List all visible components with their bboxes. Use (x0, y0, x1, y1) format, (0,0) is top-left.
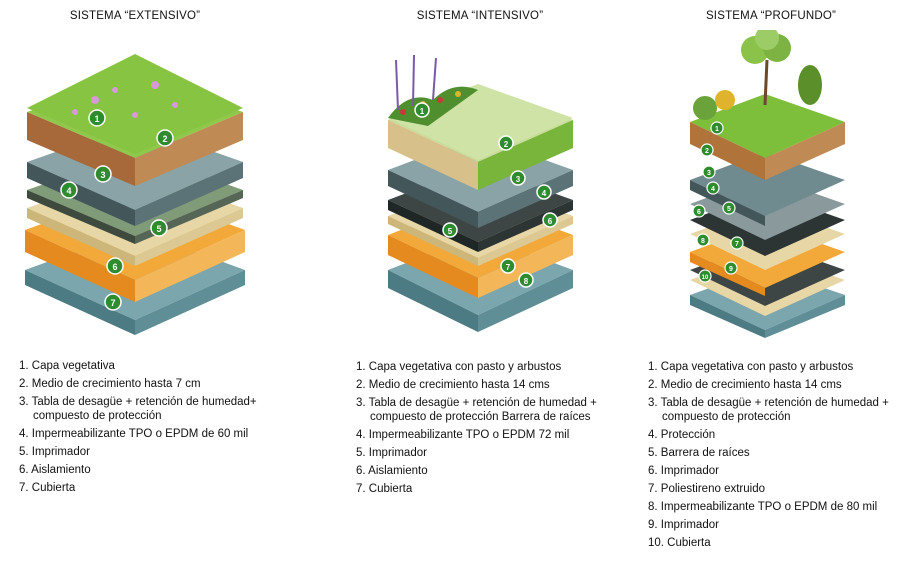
svg-text:4: 4 (66, 186, 71, 196)
badge-2: 2 (700, 143, 714, 157)
legend-item: 2. Medio de crecimiento hasta 7 cm (19, 378, 201, 390)
legend-item: 5. Imprimador (19, 446, 90, 458)
badge-3: 3 (510, 170, 526, 186)
badge-5: 5 (150, 219, 168, 237)
badge-6: 6 (692, 204, 706, 218)
layer-stack-intensivo: 1 2 3 4 5 6 7 8 (388, 54, 573, 332)
svg-text:9: 9 (729, 266, 733, 273)
legend-item: 5. Imprimador (356, 447, 427, 459)
legend-profundo: 1. Capa vegetativa con pasto y arbustos … (648, 360, 889, 554)
svg-text:6: 6 (697, 209, 701, 216)
legend-item: 7. Poliestireno extruido (648, 483, 765, 495)
svg-text:5: 5 (448, 227, 453, 236)
badge-3: 3 (94, 165, 112, 183)
svg-text:3: 3 (516, 175, 521, 184)
svg-text:8: 8 (701, 238, 705, 245)
badge-1: 1 (710, 121, 724, 135)
legend-extensivo: 1. Capa vegetativa 2. Medio de crecimien… (19, 359, 257, 499)
legend-item: 2. Medio de crecimiento hasta 14 cms (648, 379, 842, 391)
svg-text:7: 7 (735, 241, 739, 248)
svg-text:6: 6 (112, 262, 117, 272)
badge-10: 10 (698, 269, 712, 283)
badge-9: 9 (724, 261, 738, 275)
badge-2: 2 (498, 135, 514, 151)
svg-text:1: 1 (420, 107, 425, 116)
svg-text:2: 2 (162, 134, 167, 144)
svg-text:6: 6 (548, 217, 553, 226)
column-extensivo: SISTEMA “EXTENSIVO” 1 2 3 4 (0, 0, 300, 568)
svg-text:5: 5 (156, 224, 161, 234)
legend-item: 8. Impermeabilizante TPO o EPDM de 80 mi… (648, 501, 878, 513)
badge-8: 8 (696, 233, 710, 247)
legend-intensivo: 1. Capa vegetativa con pasto y arbustos … (356, 360, 597, 500)
column-intensivo: SISTEMA “INTENSIVO” 1 2 (330, 0, 630, 568)
badge-4: 4 (706, 181, 720, 195)
badge-2: 2 (156, 129, 174, 147)
legend-item: 3. Tabla de desagüe + retención de humed… (19, 396, 257, 422)
legend-item: 3. Tabla de desagüe + retención de humed… (648, 397, 889, 423)
title-profundo: SISTEMA “PROFUNDO” (705, 10, 837, 22)
badge-8: 8 (518, 272, 534, 288)
svg-text:1: 1 (94, 114, 99, 124)
badge-7: 7 (104, 293, 122, 311)
svg-text:2: 2 (705, 148, 709, 155)
legend-item: 7. Cubierta (19, 482, 76, 494)
svg-text:4: 4 (542, 189, 547, 198)
legend-item: 4. Impermeabilizante TPO o EPDM de 60 mi… (19, 428, 249, 440)
layer-stack-profundo: 1 2 3 4 5 6 7 8 9 10 (690, 30, 845, 338)
badge-6: 6 (106, 257, 124, 275)
badge-7: 7 (500, 258, 516, 274)
badge-7: 7 (730, 236, 744, 250)
legend-item: 1. Capa vegetativa con pasto y arbustos (648, 361, 854, 373)
svg-text:1: 1 (715, 126, 719, 133)
legend-item: 7. Cubierta (356, 483, 413, 495)
legend-item: 6. Aislamiento (19, 464, 91, 476)
badge-5: 5 (722, 201, 736, 215)
badge-3: 3 (702, 165, 716, 179)
svg-text:2: 2 (504, 140, 509, 149)
svg-text:5: 5 (727, 206, 731, 213)
svg-text:7: 7 (506, 263, 511, 272)
badge-5: 5 (442, 222, 458, 238)
legend-item: 9. Imprimador (648, 519, 719, 531)
layer-capa-vegetativa (27, 54, 243, 154)
legend-item: 10. Cubierta (648, 537, 711, 549)
legend-item: 6. Imprimador (648, 465, 719, 477)
svg-text:4: 4 (711, 186, 715, 193)
badge-4: 4 (60, 181, 78, 199)
title-intensivo: SISTEMA “INTENSIVO” (416, 10, 544, 22)
badge-6: 6 (542, 212, 558, 228)
svg-text:3: 3 (707, 170, 711, 177)
legend-item: 2. Medio de crecimiento hasta 14 cms (356, 379, 550, 391)
legend-item: 6. Aislamiento (356, 465, 428, 477)
badge-1: 1 (414, 102, 430, 118)
badge-1: 1 (88, 109, 106, 127)
svg-text:3: 3 (100, 170, 105, 180)
svg-text:10: 10 (702, 275, 709, 281)
svg-text:8: 8 (524, 277, 529, 286)
legend-item: 4. Protección (648, 429, 716, 441)
legend-item: 1. Capa vegetativa (19, 360, 115, 372)
legend-item: 5. Barrera de raíces (648, 447, 750, 459)
column-profundo: SISTEMA “PROFUNDO” 1 2 (625, 0, 908, 568)
title-extensivo: SISTEMA “EXTENSIVO” (69, 10, 201, 22)
legend-item: 3. Tabla de desagüe + retención de humed… (356, 397, 597, 423)
legend-item: 4. Impermeabilizante TPO o EPDM 72 mil (356, 429, 570, 441)
legend-item: 1. Capa vegetativa con pasto y arbustos (356, 361, 562, 373)
badge-4: 4 (536, 184, 552, 200)
svg-text:7: 7 (110, 298, 115, 308)
layer-stack-extensivo: 1 2 3 4 5 6 7 (25, 54, 245, 335)
